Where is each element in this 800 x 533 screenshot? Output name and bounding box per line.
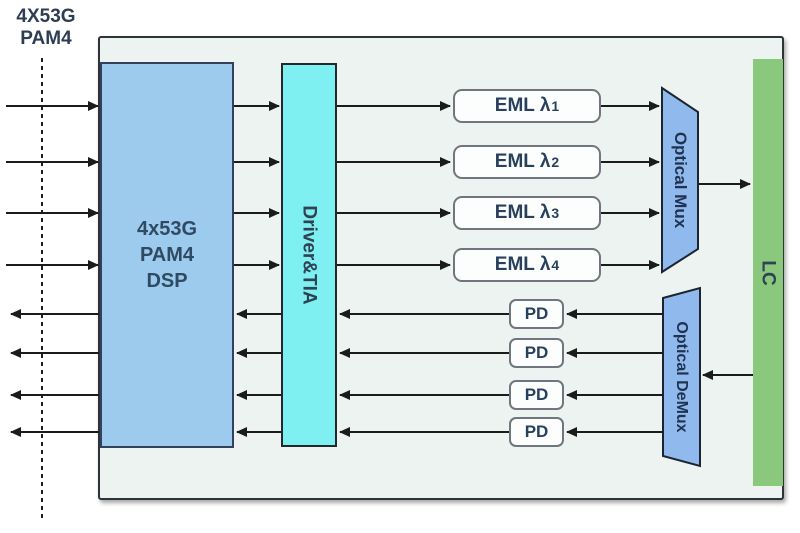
eml-label-4: EML λ [494, 254, 551, 275]
driver-tia-block: Driver&TIA [281, 63, 337, 447]
lc-connector-block: LC [753, 59, 783, 486]
eml-sub-3: 3 [551, 205, 560, 221]
eml-label-2: EML λ [494, 151, 551, 172]
optical-demux-label: Optical DeMux [673, 321, 690, 433]
module-boundary-dashed-line [41, 58, 43, 522]
pd-box-3: PD [509, 380, 564, 410]
lc-label: LC [757, 259, 779, 286]
driver-tia-label: Driver&TIA [299, 205, 320, 305]
external-signal-label-line1: 4X53G [16, 6, 76, 27]
pd-box-4: PD [509, 417, 564, 447]
external-signal-label-line2: PAM4 [20, 28, 72, 49]
pd-box-2: PD [509, 338, 564, 368]
eml-sub-2: 2 [551, 154, 560, 170]
pd-label-3: PD [524, 385, 549, 404]
pd-label-2: PD [524, 343, 549, 362]
external-signal-label: 4X53G PAM4 [0, 6, 92, 50]
eml-sub-1: 1 [551, 98, 560, 114]
dsp-label-line3: DSP [146, 270, 188, 292]
dsp-block: 4x53G PAM4 DSP [100, 62, 234, 448]
pd-label-1: PD [524, 304, 549, 323]
dsp-label-line2: PAM4 [139, 244, 195, 266]
eml-sub-4: 4 [551, 257, 560, 273]
optical-mux-label: Optical Mux [671, 131, 690, 229]
eml-label-3: EML λ [494, 202, 551, 223]
pd-box-1: PD [509, 299, 564, 329]
dsp-label-line1: 4x53G [136, 218, 198, 240]
pd-label-4: PD [524, 422, 549, 441]
eml-label-1: EML λ [494, 95, 551, 116]
